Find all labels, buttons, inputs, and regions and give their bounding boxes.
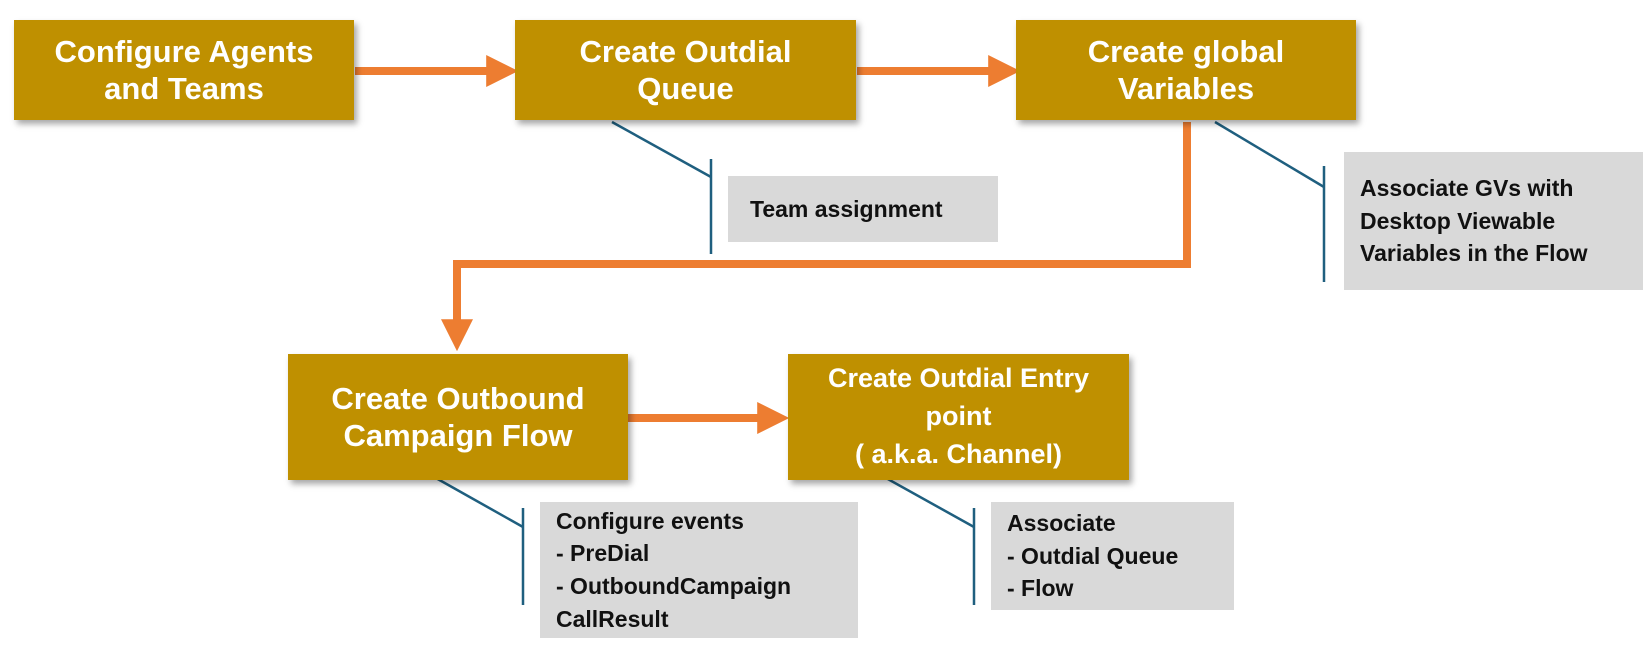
step-create-outdial-queue: Create Outdial Queue xyxy=(515,20,856,120)
note-configure-events: Configure events - PreDial - OutboundCam… xyxy=(540,502,858,638)
callout-line-flow xyxy=(426,471,524,529)
callout-line-variables xyxy=(1214,120,1325,189)
note-team-assignment: Team assignment xyxy=(728,176,998,242)
note-associate-gvs: Associate GVs with Desktop Viewable Vari… xyxy=(1344,152,1643,290)
callout-line-entrypoint xyxy=(876,471,975,529)
step-create-entry-point: Create Outdial Entry point ( a.k.a. Chan… xyxy=(788,354,1129,480)
arrow-variables-to-flow xyxy=(441,122,1191,352)
callout-line-queue xyxy=(611,120,712,179)
step-create-global-variables: Create global Variables xyxy=(1016,20,1356,120)
step-create-campaign-flow: Create Outbound Campaign Flow xyxy=(288,354,628,480)
step-configure-agents: Configure Agents and Teams xyxy=(14,20,354,120)
note-associate-entry: Associate - Outdial Queue - Flow xyxy=(991,502,1234,610)
